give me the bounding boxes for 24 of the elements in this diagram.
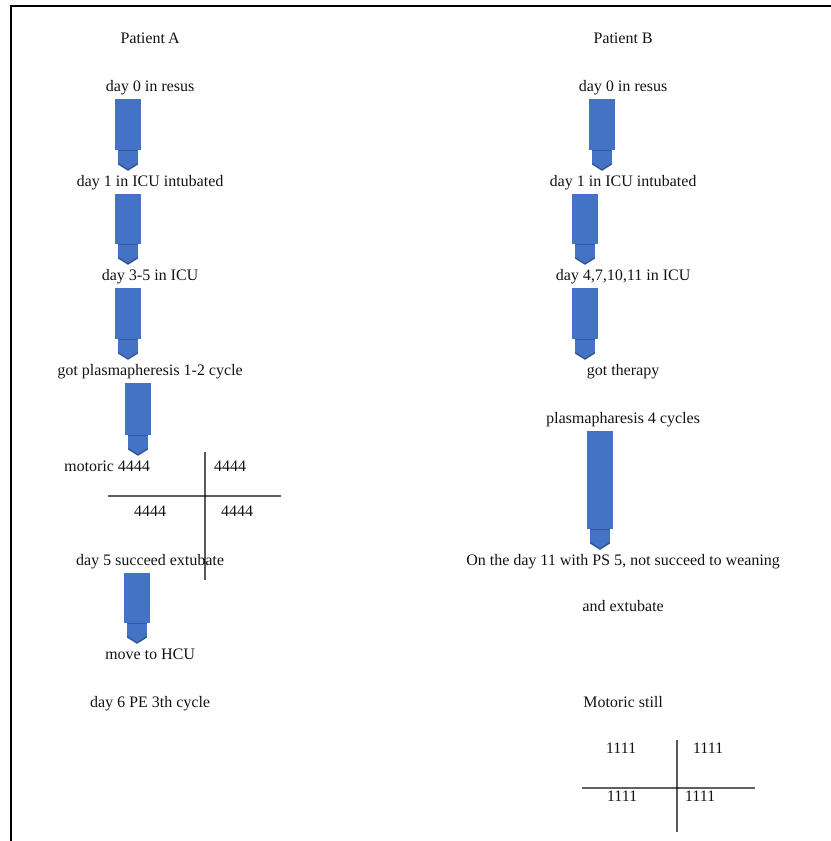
step-text: got plasmapheresis 1-2 cycle [57,361,243,381]
step-text: On the day 11 with PS 5, not succeed to weaning [466,551,780,571]
score-cell: 1111 [606,787,638,807]
score-cell: 4444 [134,502,166,522]
score-cell: 1111 [692,739,724,759]
step-text: day 0 in resus [578,77,668,97]
step-text: day 1 in ICU intubated [76,172,224,192]
step-text: day 3-5 in ICU [102,266,198,286]
step-text: plasmapharesis 4 cycles [546,409,700,429]
note-text: day 6 PE 3th cycle [90,693,210,713]
step-text: move to HCU [105,645,195,665]
step-text: day 0 in resus [106,77,194,97]
heading: Patient B [593,29,653,49]
step-text: day 1 in ICU intubated [550,172,696,192]
note-text: Motoric still [583,693,663,713]
score-cell: 1111 [606,739,636,759]
heading: Patient A [120,29,180,49]
step-text: and extubate [581,597,665,617]
score-cell: 4444 [214,457,246,477]
step-text: got therapy [586,361,660,381]
step-text: motoric 4444 [64,457,150,477]
step-text: day 4,7,10,11 in ICU [556,266,690,286]
score-cell: 4444 [221,502,253,522]
score-cell: 1111 [684,787,716,807]
